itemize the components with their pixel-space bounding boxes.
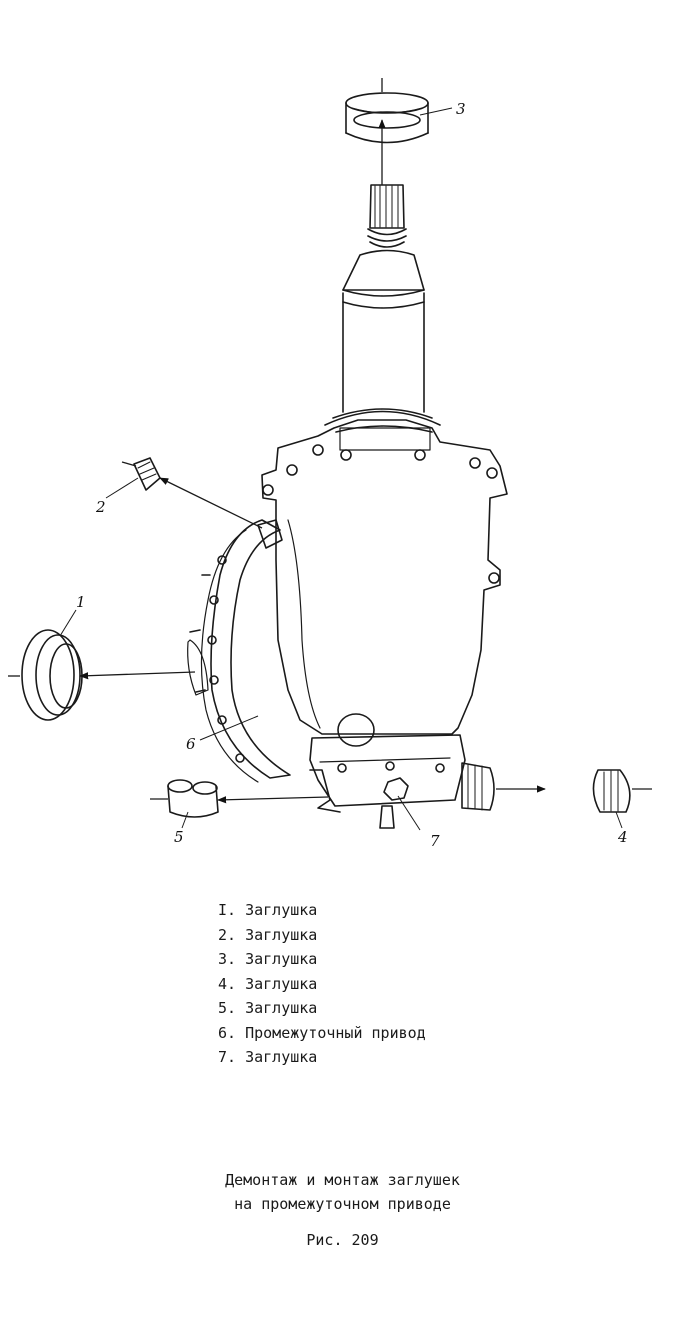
legend-text: Заглушка (245, 1048, 318, 1066)
plug-2 (133, 457, 283, 549)
lower-gearbox (309, 713, 466, 829)
legend-item-2: 2. Заглушка (218, 923, 426, 948)
leader-2 (105, 477, 139, 499)
legend-item-3: 3. Заглушка (218, 947, 426, 972)
legend-text: Заглушка (245, 901, 318, 919)
callout-2: 2 (95, 498, 106, 516)
caption-title-line-1: Демонтаж и монтаж заглушек (225, 1171, 460, 1189)
arrow-line-2 (159, 477, 263, 529)
legend-item-7: 7. Заглушка (218, 1045, 426, 1070)
vertical-shaft (324, 184, 441, 433)
legend-item-6: 6. Промежуточный привод (218, 1021, 426, 1046)
flange-ring-6 (187, 519, 291, 783)
legend-text: Заглушка (245, 999, 318, 1017)
legend-number: 7. (218, 1048, 237, 1066)
leader-1 (59, 609, 77, 637)
cap-3 (345, 92, 429, 144)
arrow-line-1 (79, 671, 196, 680)
legend-item-4: 4. Заглушка (218, 972, 426, 997)
legend-number: 3. (218, 950, 237, 968)
legend-text: Промежуточный привод (245, 1023, 426, 1042)
legend-number: I. (218, 901, 237, 919)
callout-4: 4 (617, 828, 628, 846)
callout-6: 6 (186, 735, 196, 753)
legend-number: 5. (218, 999, 237, 1017)
legend-number: 4. (218, 974, 237, 993)
legend-number: 2. (218, 925, 237, 944)
plug-5 (167, 779, 219, 818)
housing-body (261, 419, 508, 735)
callout-3: 3 (456, 100, 466, 118)
legend-number: 6. (218, 1023, 237, 1042)
figure-number: Рис. 209 (306, 1231, 379, 1249)
cap-1 (21, 629, 83, 721)
leader-4 (615, 811, 623, 829)
callout-7: 7 (430, 832, 440, 850)
exploded-view-drawing: 3 2 1 6 5 7 4 (8, 78, 652, 850)
legend-item-1: I. Заглушка (218, 898, 426, 923)
callout-1: 1 (76, 593, 86, 611)
axis-line-2 (121, 461, 137, 467)
legend-text: Заглушка (245, 950, 318, 968)
plug-4 (592, 769, 631, 813)
arrow-line-5 (217, 796, 329, 804)
leader-3 (419, 107, 453, 116)
side-shaft (461, 762, 495, 811)
leader-5 (181, 811, 189, 829)
parts-legend: I. Заглушка 2. Заглушка 3. Заглушка 4. З… (218, 898, 426, 1070)
legend-text: Заглушка (245, 925, 318, 944)
legend-item-5: 5. Заглушка (218, 996, 426, 1021)
leader-7 (397, 795, 421, 831)
caption-title-line-2: на промежуточном приводе (234, 1195, 451, 1213)
leader-6 (199, 715, 259, 741)
legend-text: Заглушка (245, 974, 318, 993)
callout-5: 5 (174, 828, 184, 846)
